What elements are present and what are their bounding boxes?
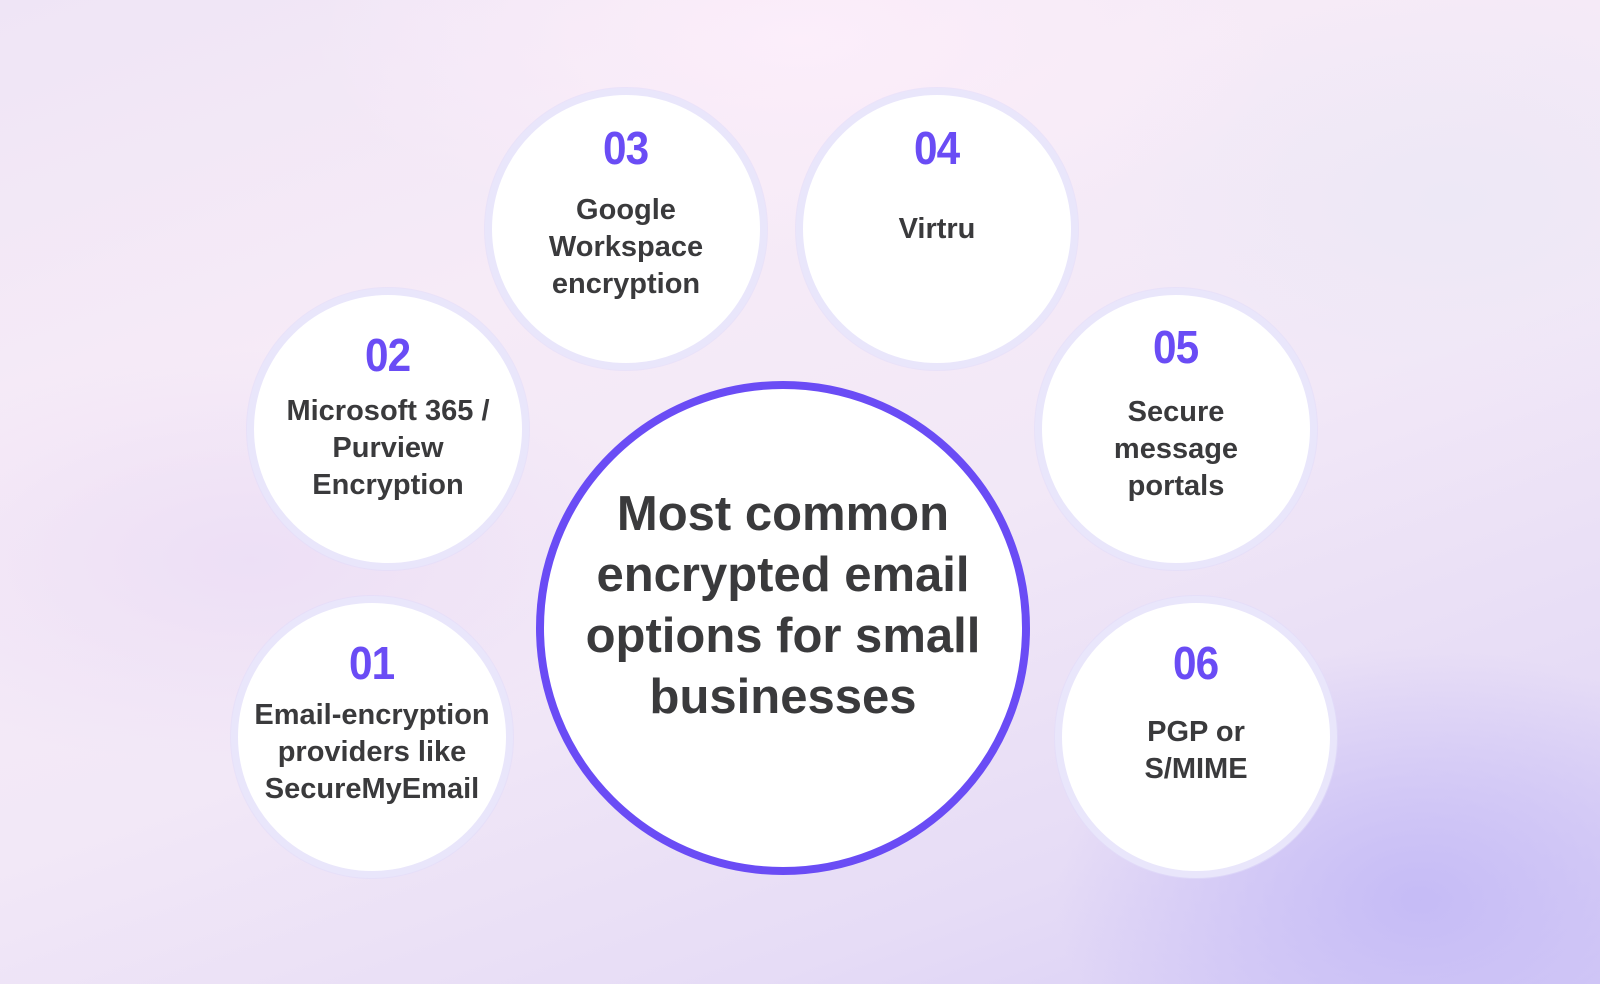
option-number: 03	[603, 122, 649, 174]
option-number: 04	[914, 122, 960, 174]
option-number: 01	[349, 637, 395, 689]
option-bubble-05: 05 Secure message portals	[1035, 288, 1317, 570]
option-bubble-06: 06 PGP or S/MIME	[1055, 596, 1337, 878]
option-label: PGP or S/MIME	[1144, 716, 1248, 785]
option-bubble-04: 04 Virtru	[796, 88, 1078, 370]
option-label: Secure message portals	[1113, 396, 1239, 502]
option-label: Google Workspace encryption	[548, 194, 704, 300]
option-bubble-02: 02 Microsoft 365 / Purview Encryption	[247, 288, 529, 570]
option-number: 06	[1173, 637, 1219, 689]
center-title: Most common encrypted email options for …	[585, 487, 981, 724]
option-bubble-01: 01 Email-encryption providers like Secur…	[231, 596, 513, 878]
option-bubble-03: 03 Google Workspace encryption	[485, 88, 767, 370]
option-label: Email-encryption providers like SecureMy…	[254, 699, 490, 805]
option-number: 02	[365, 329, 411, 381]
option-number: 05	[1153, 321, 1199, 373]
option-label: Virtru	[898, 213, 976, 245]
center-hub: Most common encrypted email options for …	[536, 381, 1030, 875]
option-label: Microsoft 365 / Purview Encryption	[286, 395, 490, 501]
